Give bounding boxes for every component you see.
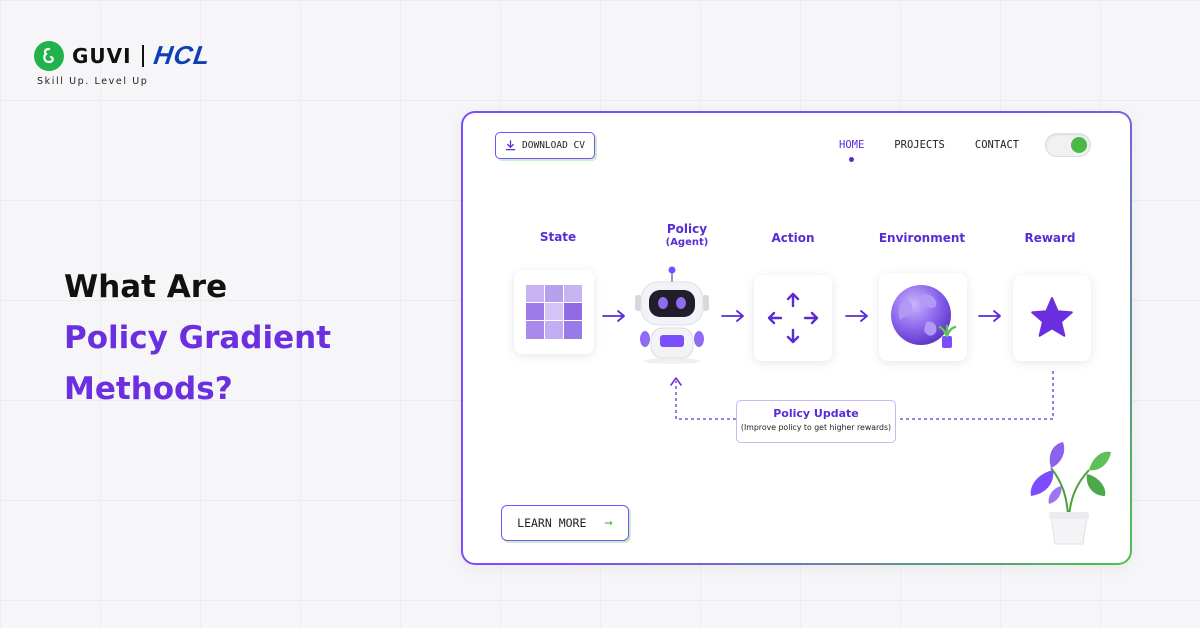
- feedback-loop-arrow: [670, 371, 1054, 420]
- preview-card: DOWNLOAD CV HOME PROJECTS CONTACT State …: [461, 111, 1132, 565]
- stage-action-text: Action: [771, 231, 815, 245]
- learn-more-label: LEARN MORE: [517, 516, 587, 530]
- globe-icon: [891, 285, 957, 348]
- guvi-wordmark: GUVI: [72, 43, 132, 68]
- environment-tile: [879, 273, 967, 361]
- nav-home-label: HOME: [839, 139, 865, 151]
- robot-agent-icon: [635, 266, 709, 364]
- arrow-right-icon: [602, 310, 625, 322]
- title-line-3: Methods?: [64, 371, 233, 407]
- stage-state-text: State: [539, 230, 577, 244]
- grid-icon: [526, 285, 582, 339]
- nav-home[interactable]: HOME: [839, 139, 865, 162]
- star-icon: [1031, 297, 1073, 337]
- state-tile: [514, 270, 594, 354]
- policy-update-box: Policy Update (Improve policy to get hig…: [736, 400, 896, 443]
- toggle-knob: [1071, 137, 1087, 153]
- download-cv-button[interactable]: DOWNLOAD CV: [495, 132, 595, 159]
- top-nav: HOME PROJECTS CONTACT: [839, 139, 1019, 162]
- stage-label-policy: Policy (Agent): [632, 222, 742, 248]
- download-cv-label: DOWNLOAD CV: [522, 140, 585, 151]
- hcl-wordmark: HCL: [151, 40, 213, 70]
- stage-policy-text: Policy: [666, 222, 708, 236]
- nav-projects-label: PROJECTS: [894, 139, 945, 151]
- stage-label-environment: Environment: [867, 231, 977, 245]
- brand-tagline: Skill Up. Level Up: [37, 76, 149, 87]
- nav-contact-label: CONTACT: [974, 139, 1020, 151]
- stage-environment-text: Environment: [878, 231, 966, 245]
- arrow-right-icon: [721, 310, 744, 322]
- stage-policy-sub: (Agent): [665, 237, 709, 248]
- stage-label-action: Action: [738, 231, 848, 245]
- stage-reward-text: Reward: [1024, 231, 1076, 245]
- action-tile: [754, 275, 832, 361]
- page-title: What Are Policy Gradient Methods?: [64, 262, 331, 415]
- brand-logo[interactable]: GUVI HCL Skill Up. Level Up: [34, 40, 213, 87]
- title-line-1: What Are: [64, 269, 228, 305]
- nav-contact[interactable]: CONTACT: [975, 139, 1019, 151]
- stage-label-state: State: [503, 230, 613, 244]
- arrow-right-icon: →: [604, 515, 613, 531]
- arrow-right-icon: [845, 310, 868, 322]
- logo-divider: [141, 44, 144, 67]
- move-arrows-icon: [767, 292, 819, 344]
- theme-toggle[interactable]: [1045, 133, 1091, 157]
- learn-more-button[interactable]: LEARN MORE →: [501, 505, 629, 541]
- reward-tile: [1013, 275, 1091, 361]
- stage-label-reward: Reward: [995, 231, 1105, 245]
- title-line-2: Policy Gradient: [64, 320, 332, 356]
- arrow-right-icon: [978, 310, 1001, 322]
- guvi-logo-icon: [34, 40, 64, 71]
- potted-plant-illustration: [1030, 442, 1111, 545]
- nav-projects[interactable]: PROJECTS: [894, 139, 945, 151]
- active-indicator: [849, 157, 855, 162]
- policy-update-title: Policy Update: [773, 407, 859, 420]
- download-icon: [505, 140, 516, 151]
- policy-update-subtitle: (Improve policy to get higher rewards): [740, 423, 892, 432]
